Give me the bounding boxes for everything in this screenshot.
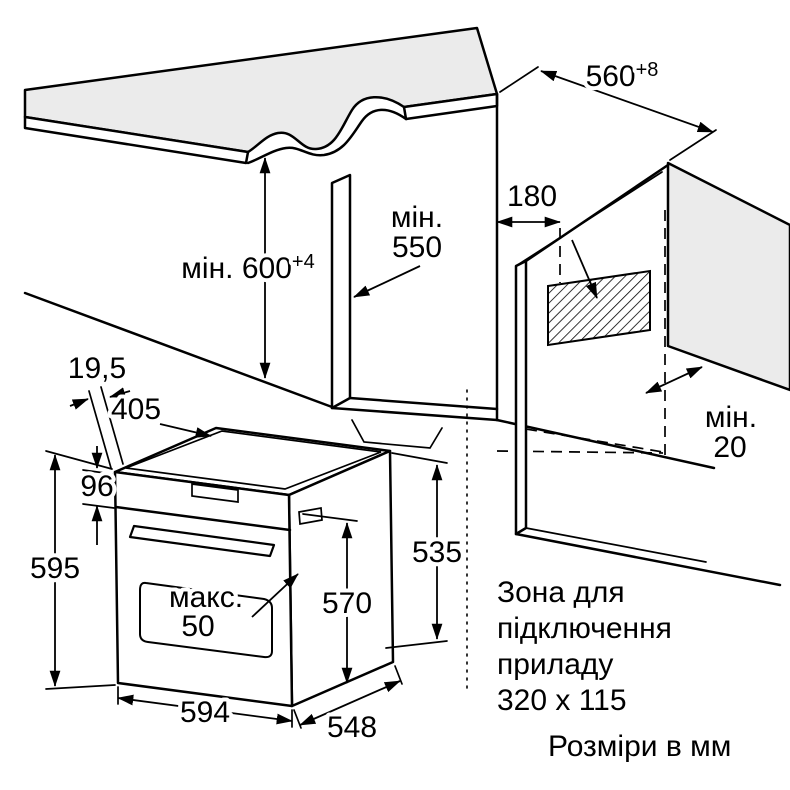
dim-594: 594 — [117, 686, 293, 733]
side-cabinet-bottom-edge — [514, 532, 782, 587]
dim-595: 595 — [26, 450, 116, 690]
oven-top-recess — [125, 430, 382, 490]
oven-door-outline — [139, 581, 273, 659]
side-cabinet-top-inner — [515, 171, 663, 267]
dim-19-5: 19,5 — [64, 348, 131, 469]
dim-96-label: 96 — [80, 470, 113, 503]
zone-note-line1: Зона для — [497, 576, 625, 609]
zone-note-line4: 320 x 115 — [497, 684, 627, 717]
niche-floor-side-hidden — [525, 428, 664, 453]
dim-180-label: 180 — [507, 180, 557, 213]
dim-548: 548 — [293, 665, 403, 748]
dim-600-value: мін. 600 — [181, 252, 292, 285]
dim-550-label-min: мін. — [391, 201, 443, 234]
dim-min-20-label-min: мін. — [705, 401, 757, 434]
dim-405-label: 405 — [111, 393, 161, 426]
dim-560: 560+8 — [499, 55, 717, 161]
worktop-torn-edge — [246, 108, 408, 165]
dim-min-20: мін. 20 — [645, 366, 761, 468]
side-cabinet-front-edge — [514, 259, 528, 536]
oven-display — [191, 483, 239, 503]
connection-zone — [547, 239, 651, 347]
dim-595-label: 595 — [30, 552, 80, 585]
dim-548-label: 548 — [327, 711, 377, 744]
dim-550-label-value: 550 — [392, 231, 442, 264]
oven-right-face — [287, 449, 395, 708]
units-note: Розміри в мм — [548, 730, 731, 763]
dim-600: мін. 600+4 — [177, 157, 319, 379]
zone-note-line2: підключення — [497, 612, 672, 645]
oven-control-panel-line — [114, 505, 292, 532]
dim-min-20-label-value: 20 — [713, 431, 746, 464]
worktop-front-edge — [23, 115, 250, 165]
zone-note-line3: приладу — [497, 648, 613, 681]
oven-handle — [128, 524, 276, 558]
connection-zone-hatch — [547, 269, 651, 347]
worktop — [23, 26, 499, 165]
dim-600-tolerance: +4 — [292, 251, 315, 273]
dim-max-50: макс. 50 — [165, 573, 299, 647]
niche-floor-front — [495, 418, 716, 470]
floor-line-left — [23, 291, 334, 409]
dim-594-label: 594 — [180, 696, 230, 729]
dim-max-50-label-max: макс. — [169, 581, 243, 614]
cabinet-plinth — [351, 419, 443, 449]
connection-zone-note: Зона для підключення приладу 320 x 115 — [497, 576, 672, 717]
dim-180: 180 — [496, 176, 561, 228]
dim-570: 570 — [302, 513, 376, 684]
dim-535-label: 535 — [412, 536, 462, 569]
rear-wall — [666, 161, 790, 392]
oven-side-latch — [298, 506, 323, 526]
side-cabinet — [514, 163, 782, 587]
cabinet-shelf-front — [330, 406, 499, 422]
dim-560-value: 560 — [586, 60, 636, 93]
dim-550: мін. 550 — [353, 197, 447, 298]
cabinet-side-panel — [330, 173, 352, 410]
dim-96: 96 — [76, 446, 118, 545]
cabinet-shelf-top — [348, 396, 499, 411]
dim-560-label: 560+8 — [586, 59, 659, 93]
dim-535: 535 — [385, 452, 466, 649]
side-cabinet-bottom-inner — [525, 527, 707, 563]
dim-600-label: мін. 600+4 — [181, 251, 314, 285]
base-cabinet — [23, 173, 499, 449]
dim-560-tolerance: +8 — [636, 59, 659, 81]
dim-405: 405 — [107, 389, 212, 438]
dim-570-label: 570 — [322, 587, 372, 620]
dim-19-5-label: 19,5 — [68, 352, 126, 385]
oven — [113, 426, 395, 708]
connection-zone-arrow — [571, 239, 598, 299]
dim-max-50-label-value: 50 — [181, 610, 214, 643]
